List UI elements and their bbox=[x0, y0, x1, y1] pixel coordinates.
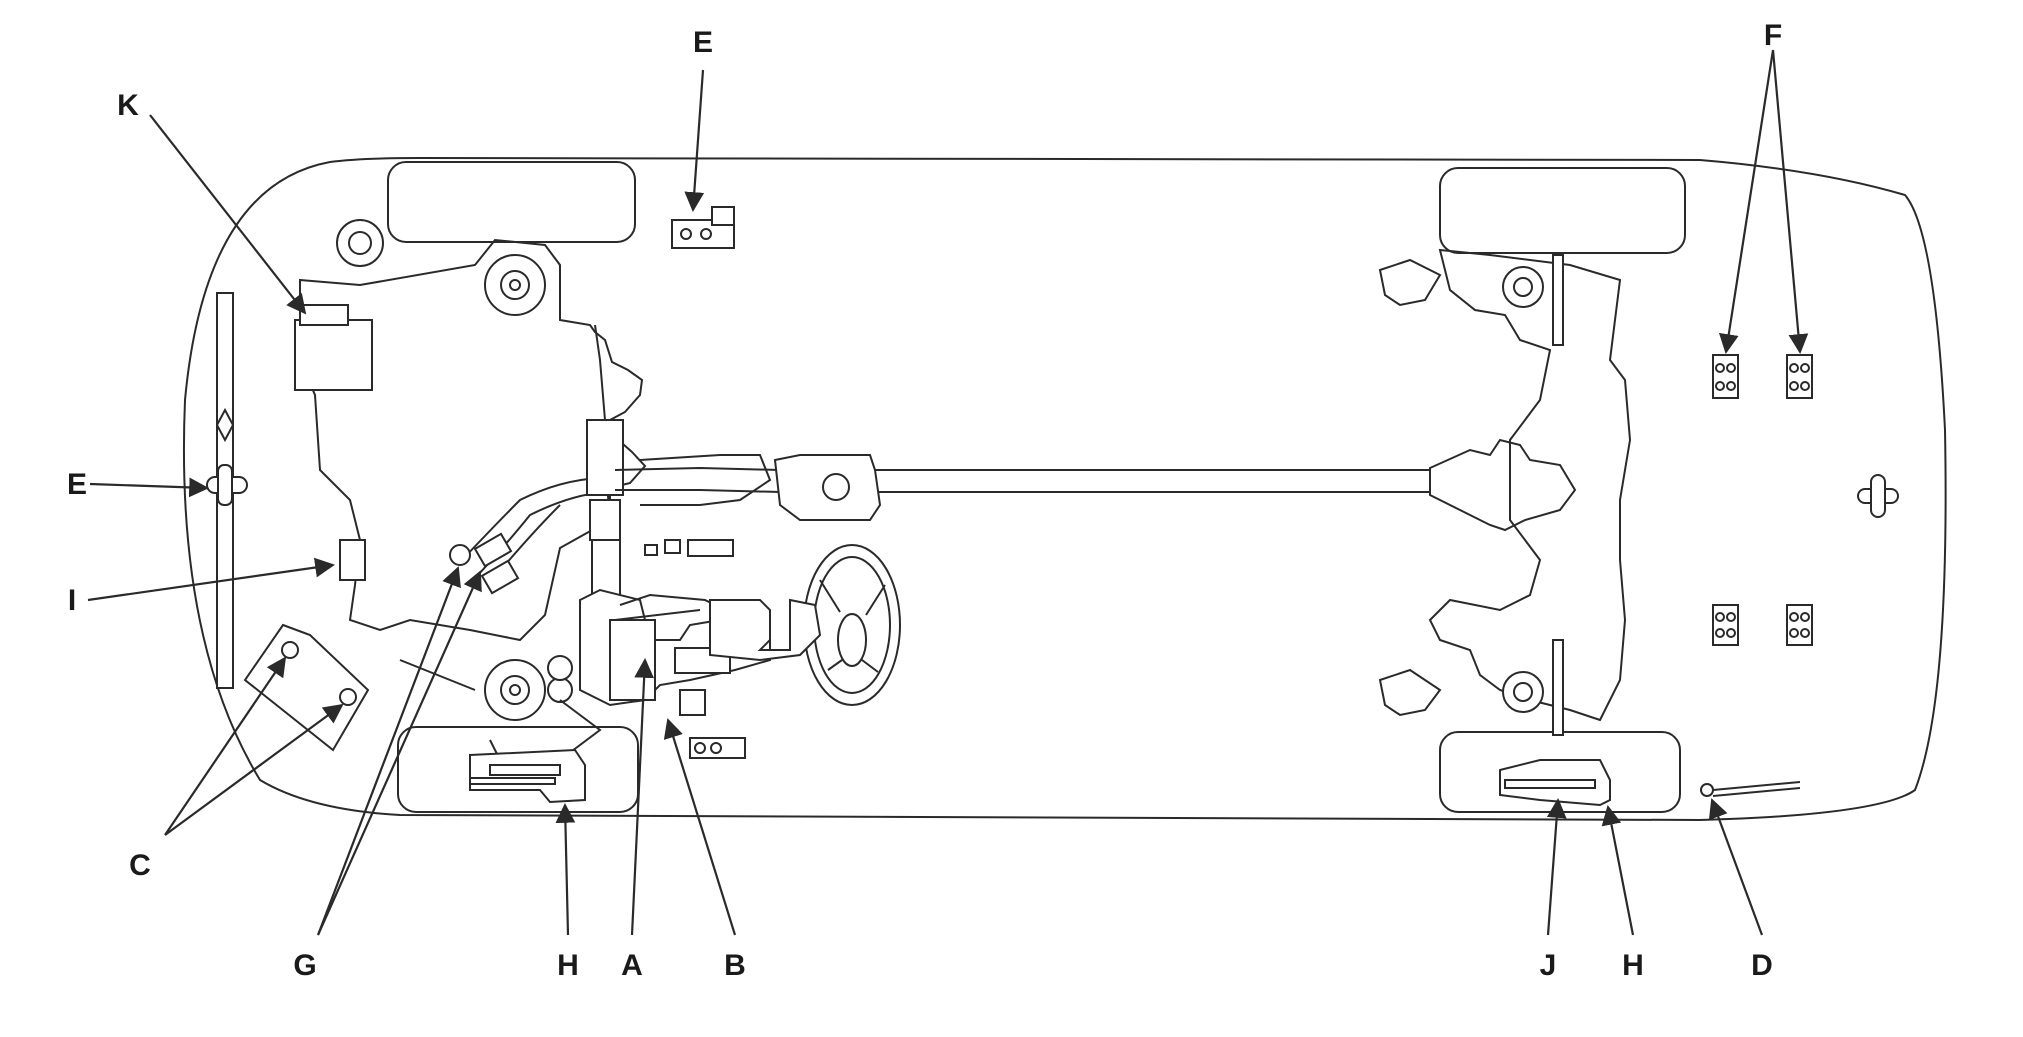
label-F: F bbox=[1764, 19, 1782, 52]
leader-A bbox=[630, 658, 655, 936]
label-E-left: E bbox=[67, 468, 87, 501]
upper-left-round-part bbox=[336, 219, 384, 267]
label-H-rear: H bbox=[1622, 949, 1644, 982]
leader-G2 bbox=[316, 570, 482, 936]
leader-J bbox=[1546, 798, 1567, 936]
vehicle-body-outline bbox=[182, 156, 1947, 822]
label-H-front: H bbox=[557, 949, 579, 982]
leader-E-top bbox=[684, 69, 705, 212]
rear-hub-bottom bbox=[1502, 671, 1544, 713]
leader-H-front bbox=[555, 803, 576, 936]
rear-subframe bbox=[1428, 248, 1632, 722]
front-hub-top bbox=[484, 254, 546, 316]
bumper-diamond-mark bbox=[215, 407, 235, 443]
rear-hub-top bbox=[1502, 266, 1544, 308]
rear-bracket-lower-2 bbox=[1786, 604, 1813, 646]
battery-box bbox=[294, 319, 373, 391]
leader-D bbox=[1708, 798, 1764, 936]
small-sensor-B bbox=[679, 689, 706, 716]
label-J: J bbox=[1540, 949, 1557, 982]
label-I: I bbox=[68, 584, 76, 617]
label-E-top: E bbox=[693, 26, 713, 59]
leader-C1 bbox=[164, 656, 287, 836]
leader-B bbox=[663, 718, 737, 936]
leader-F2 bbox=[1771, 49, 1809, 354]
leader-H-rear bbox=[1601, 805, 1635, 936]
leader-E-left bbox=[89, 477, 209, 498]
front-hub-bottom bbox=[484, 659, 546, 721]
rear-bracket-lower-1 bbox=[1712, 604, 1739, 646]
leader-K bbox=[149, 114, 307, 315]
center-bearing bbox=[773, 454, 882, 521]
leader-C2 bbox=[164, 703, 344, 836]
label-B: B bbox=[724, 949, 746, 982]
front-wheel-well-top bbox=[387, 161, 636, 243]
steering-column-boot bbox=[586, 419, 624, 496]
rear-differential bbox=[1429, 438, 1577, 532]
front-radiator-part-I bbox=[339, 539, 366, 581]
leader-I bbox=[87, 557, 335, 602]
propeller-shaft bbox=[614, 466, 1465, 471]
label-D: D bbox=[1751, 949, 1773, 982]
rear-bracket-F2 bbox=[1786, 354, 1813, 399]
rear-bracket-F1 bbox=[1712, 354, 1739, 399]
rear-wheel-well-top bbox=[1439, 167, 1686, 254]
leader-F1 bbox=[1718, 49, 1775, 354]
label-C: C bbox=[129, 849, 151, 882]
label-G: G bbox=[293, 949, 316, 982]
label-K: K bbox=[117, 89, 139, 122]
rear-rod-D bbox=[1712, 781, 1801, 797]
leader-G1 bbox=[316, 566, 461, 936]
label-A: A bbox=[621, 949, 643, 982]
